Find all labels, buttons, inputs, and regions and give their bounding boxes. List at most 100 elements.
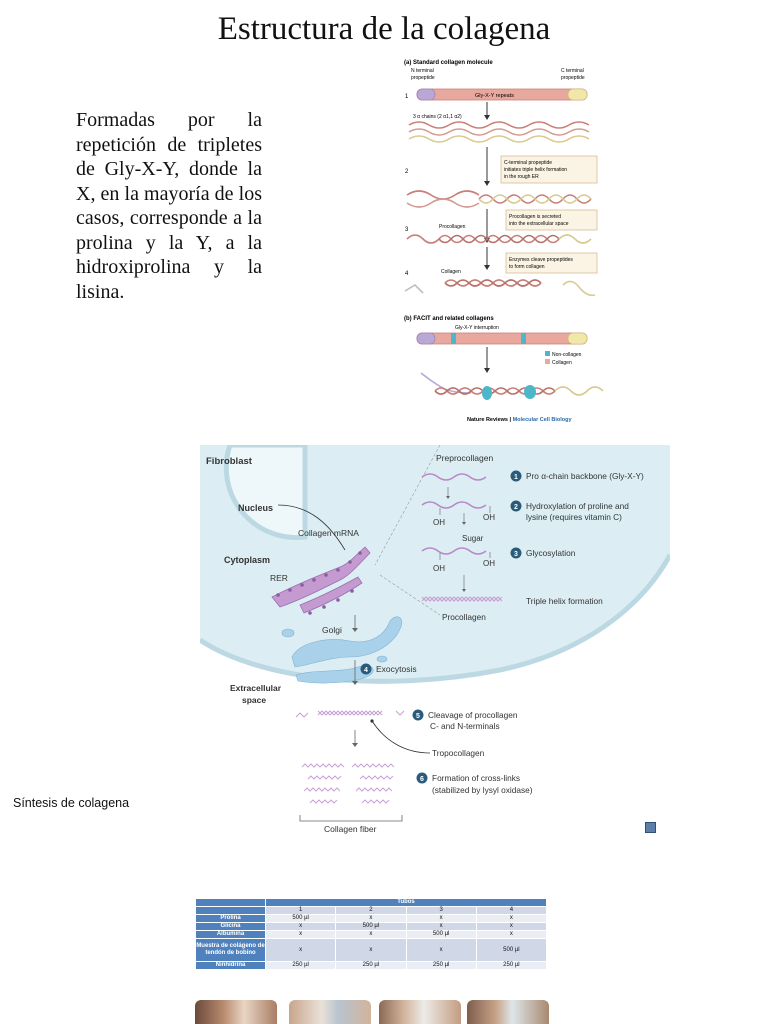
c-terminal-segment <box>567 88 588 101</box>
tube-photo-3 <box>379 1000 461 1024</box>
collagen-molecule-figure: (a) Standard collagen molecule N termina… <box>395 55 617 425</box>
collagen-helix <box>404 279 596 297</box>
row-label: Ninhidrina <box>195 961 266 970</box>
table-cell: x <box>475 914 548 923</box>
callout-2-line-2: into the extracellular space <box>509 221 569 227</box>
step-2-number: 2 <box>405 169 409 175</box>
table-cell: 500 µl <box>405 930 477 939</box>
tubes-table: Tubos 1 2 3 4 Prolina 500 µl x x x Glici… <box>195 898 548 970</box>
golgi-label: Golgi <box>322 625 342 635</box>
step-1-number: 1 <box>405 94 409 100</box>
callout-1-line-2: initiates triple helix formation <box>504 167 567 173</box>
col-header-2: 2 <box>335 906 407 915</box>
triple-helix-strand <box>421 596 503 602</box>
step-2-label-1: Hydroxylation of proline and <box>526 501 629 511</box>
table-cell: x <box>475 922 548 931</box>
c-term-label-2: propeptide <box>561 75 585 81</box>
step-3-number: 3 <box>405 227 409 233</box>
step-1-label: Pro α-chain backbone (Gly-X-Y) <box>526 471 644 481</box>
row-label: Albumina <box>195 930 266 939</box>
table-cell: x <box>405 914 477 923</box>
nucleus-label: Nucleus <box>238 503 273 513</box>
n-term-label-1: N terminal <box>411 68 434 74</box>
col-header-1: 1 <box>264 906 337 915</box>
rer-label: RER <box>270 573 288 583</box>
repeats-label: Gly-X-Y repeats <box>475 93 514 99</box>
step-4-badge: 4 <box>364 667 368 674</box>
chains-label: 3 α chains (2 α1,1 α2) <box>413 114 462 120</box>
legend-collagen-swatch <box>545 359 550 364</box>
procollagen-label-b: Procollagen <box>442 612 486 622</box>
step-2-badge: 2 <box>514 504 518 511</box>
callout-box-2 <box>505 209 598 231</box>
step-6-badge: 6 <box>420 776 424 783</box>
extracellular-label-1: Extracellular <box>230 683 282 693</box>
table-cell: x <box>335 914 407 923</box>
step-5-badge: 5 <box>416 713 420 720</box>
table-cell: 250 µl <box>264 961 337 970</box>
table-cell: 500 µl <box>335 922 407 931</box>
callout-2-line-1: Procollagen is secreted <box>509 214 561 220</box>
table-cell: x <box>335 938 407 962</box>
page-title: Estructura de la colagena <box>217 11 551 47</box>
callout-1-line-3: in the rough ER <box>504 174 539 180</box>
zoom-icon[interactable] <box>645 822 656 833</box>
row-label: Prolina <box>195 914 266 923</box>
callout-3-line-2: to form collagen <box>509 264 545 270</box>
table-row: Ninhidrina 250 µl 250 µl 250 µl 250 µl <box>195 961 548 970</box>
oh-label-4: OH <box>483 559 495 568</box>
callout-box-1 <box>500 155 598 184</box>
golgi-organelle <box>281 616 403 684</box>
tropocollagen-label: Tropocollagen <box>432 748 485 758</box>
row-label: Muestra de colágeno de tendón de bobino <box>195 938 266 962</box>
table-cell: 250 µl <box>335 961 407 970</box>
callout-1-line-1: C-terminal propeptide <box>504 160 552 166</box>
table-cell: 250 µl <box>475 961 548 970</box>
table-cell: 500 µl <box>264 914 337 923</box>
triple-helix-label: Triple helix formation <box>526 596 603 606</box>
step-1-badge: 1 <box>514 474 518 481</box>
procollagen-label: Procollagen <box>439 224 466 230</box>
table-group-header: Tubos <box>265 898 547 907</box>
step-6-label-1: Formation of cross-links <box>432 773 520 783</box>
table-cell: 250 µl <box>405 961 477 970</box>
step-3-label: Glycosylation <box>526 548 576 558</box>
figure-caption: Síntesis de colagena <box>13 796 130 810</box>
fig-b-label: (b) FACIT and related collagens <box>404 316 494 322</box>
interruption-label: Gly-X-Y interruption <box>455 325 499 331</box>
ribosomes <box>276 551 362 615</box>
n-terminal-segment <box>416 88 436 101</box>
table-cell: x <box>264 938 337 962</box>
step-3-badge: 3 <box>514 551 518 558</box>
table-cell: x <box>264 922 337 931</box>
exocytosis-label: Exocytosis <box>376 664 417 674</box>
step-2-label-2: lysine (requires vitamin C) <box>526 512 622 522</box>
oh-label-1: OH <box>433 518 445 527</box>
table-cell: 500 µl <box>475 938 548 962</box>
tube-photo-2 <box>289 1000 371 1024</box>
table-cell: x <box>335 930 407 939</box>
rer-organelle <box>271 546 371 614</box>
step-5-label-2: C- and N-terminals <box>430 721 500 731</box>
table-row: Muestra de colágeno de tendón de bobino … <box>195 938 548 962</box>
facit-rod <box>416 332 588 345</box>
tube-photo-1 <box>195 1000 277 1024</box>
callout-box-3 <box>505 252 598 274</box>
n-term-label-2: propeptide <box>411 75 435 81</box>
legend-noncollagen: Non-collagen <box>552 352 582 358</box>
step-5-label-1: Cleavage of procollagen <box>428 710 518 720</box>
tube-photo-4 <box>467 1000 549 1024</box>
col-header-3: 3 <box>405 906 477 915</box>
collagen-synthesis-figure: Fibroblast Nucleus Collagen mRNA Cytopla… <box>200 445 670 834</box>
step-6-label-2: (stabilized by lysyl oxidase) <box>432 785 533 795</box>
table-cell: x <box>475 930 548 939</box>
table-row: Albumina x x 500 µl x <box>195 930 548 939</box>
col-header-4: 4 <box>475 906 548 915</box>
collagen-label: Collagen <box>441 269 461 275</box>
table-cell: x <box>405 938 477 962</box>
callout-3-line-1: Enzymes cleave propeptides <box>509 257 573 263</box>
fibroblast-label: Fibroblast <box>206 456 253 467</box>
step-4-number: 4 <box>405 271 409 277</box>
table-row: Glicina x 500 µl x x <box>195 922 548 931</box>
legend-noncollagen-swatch <box>545 351 550 356</box>
